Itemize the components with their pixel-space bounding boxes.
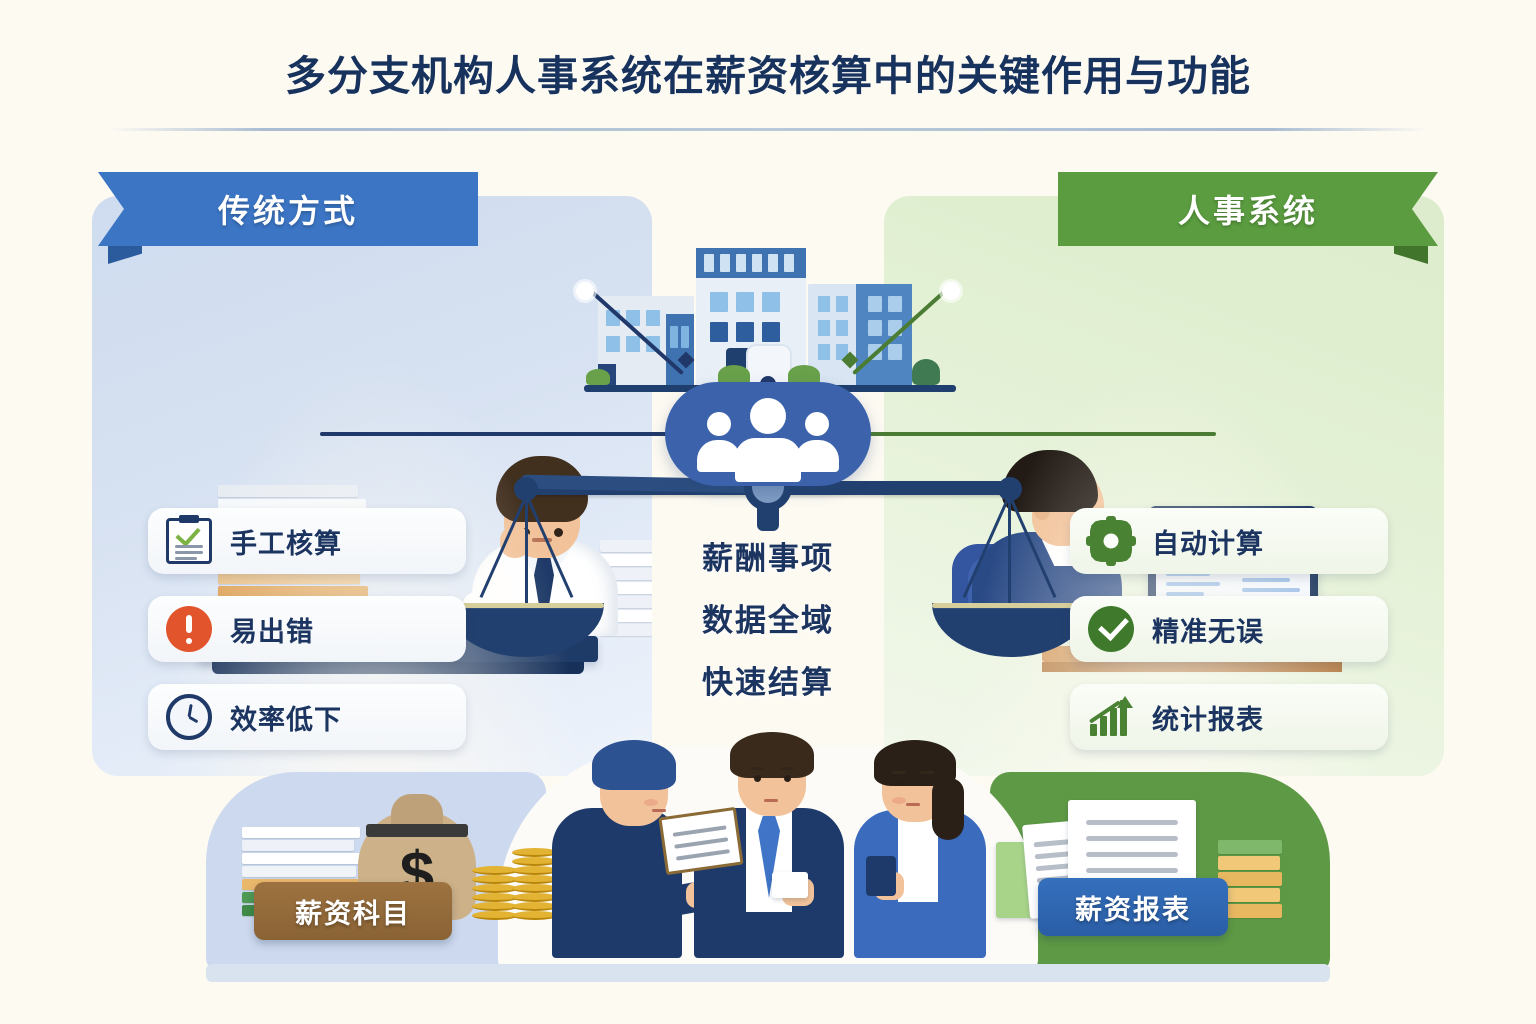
- clipboard-check-icon: [166, 515, 212, 564]
- banner-hr-system: 人事系统: [1058, 172, 1438, 246]
- card-reports-label: 统计报表: [1152, 704, 1264, 735]
- salary-subject-tag-label: 薪资科目: [295, 898, 411, 929]
- coin-stack-short: [472, 866, 518, 920]
- banner-traditional: 传统方式: [98, 172, 478, 246]
- card-error-prone-label: 易出错: [230, 616, 314, 647]
- center-keyword-3: 快速结算: [702, 665, 834, 700]
- connector-horizontal-right: [836, 432, 1216, 436]
- central-hub-illustration: [320, 180, 1216, 486]
- people-group-hub-icon: [665, 382, 871, 486]
- connector-endpoint-right: [942, 282, 960, 300]
- card-accurate-label: 精准无误: [1152, 616, 1264, 647]
- gear-icon: [1086, 516, 1136, 566]
- clock-icon: [166, 694, 212, 740]
- bush-center-b: [788, 365, 820, 385]
- banner-traditional-label: 传统方式: [217, 193, 358, 229]
- held-paper: [772, 872, 808, 898]
- center-keyword-list: 薪酬事项 数据全域 快速结算: [566, 528, 970, 714]
- banner-hr-system-label: 人事系统: [1177, 193, 1318, 229]
- scale-string-l2: [525, 495, 528, 605]
- page-title-area: 多分支机构人事系统在薪资核算中的关键作用与功能: [0, 42, 1536, 102]
- card-manual-calculation-label: 手工核算: [230, 528, 342, 559]
- bottom-floor-line: [206, 964, 1330, 982]
- hr-system-feature-list: 自动计算 精准无误 统计报表: [1070, 508, 1388, 772]
- money-bag-tie: [366, 824, 468, 837]
- scale-pivot-stem: [757, 505, 779, 531]
- card-reports[interactable]: 统计报表: [1070, 684, 1388, 750]
- title-divider: [108, 128, 1428, 131]
- card-error-prone[interactable]: 易出错: [148, 596, 466, 662]
- traditional-feature-list: 手工核算 易出错 效率低下: [148, 508, 466, 772]
- card-accurate[interactable]: 精准无误: [1070, 596, 1388, 662]
- check-circle-icon: [1088, 606, 1134, 652]
- card-auto-calculation[interactable]: 自动计算: [1070, 508, 1388, 574]
- card-manual-calculation[interactable]: 手工核算: [148, 508, 466, 574]
- warning-exclamation-icon: [166, 606, 212, 652]
- card-low-efficiency[interactable]: 效率低下: [148, 684, 466, 750]
- salary-report-tag[interactable]: 薪资报表: [1038, 878, 1228, 936]
- worker-brow: [1072, 484, 1092, 488]
- person-right: [848, 736, 998, 958]
- coin-stack-tall: [512, 848, 558, 920]
- clipboard-handover-icon: [658, 806, 744, 876]
- center-keyword-1: 薪酬事项: [702, 541, 834, 576]
- worker-ear: [1034, 502, 1050, 520]
- tablet-device-icon: [866, 856, 896, 896]
- money-group: $ 薪资科目: [236, 780, 566, 950]
- card-auto-calculation-label: 自动计算: [1152, 528, 1264, 559]
- ponytail: [932, 778, 964, 840]
- office-building-right: [808, 284, 912, 388]
- page-title: 多分支机构人事系统在薪资核算中的关键作用与功能: [285, 53, 1251, 99]
- bush-center-a: [718, 365, 750, 385]
- salary-report-tag-label: 薪资报表: [1075, 894, 1191, 925]
- bottom-section: $ 薪资科目: [0, 722, 1536, 1002]
- card-low-efficiency-label: 效率低下: [230, 704, 342, 735]
- growth-chart-icon: [1088, 694, 1134, 740]
- connector-endpoint-left: [576, 282, 594, 300]
- money-bag-neck: [391, 794, 443, 824]
- worker-eye: [1078, 494, 1086, 502]
- salary-subject-tag[interactable]: 薪资科目: [254, 882, 452, 940]
- documents-group: 薪资报表: [990, 780, 1290, 950]
- business-people-group: [538, 728, 998, 958]
- bush-left: [586, 369, 610, 385]
- connector-horizontal-left: [320, 432, 700, 436]
- ledger-stack: [1218, 840, 1282, 918]
- center-keyword-2: 数据全域: [702, 603, 834, 638]
- scale-string-r2: [1008, 495, 1011, 605]
- bush-right: [912, 359, 940, 385]
